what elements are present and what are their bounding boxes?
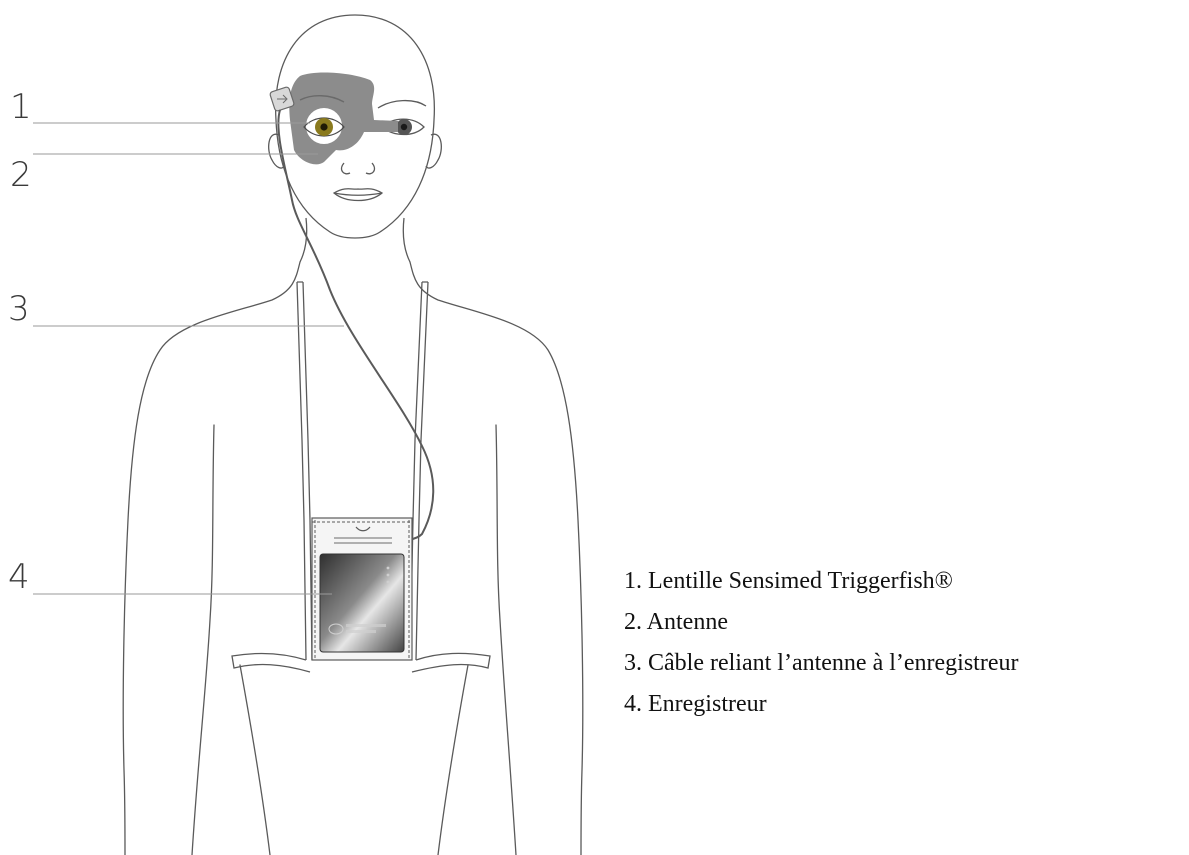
legend-item-cable: 3. Câble reliant l’antenne à l’enregistr… — [624, 643, 1019, 684]
callout-number-2: 2 — [10, 158, 32, 192]
callout-number-3: 3 — [8, 292, 30, 326]
connecting-cable — [278, 110, 433, 540]
right-eye-pupil — [401, 124, 407, 130]
legend-item-antenna: 2. Antenne — [624, 602, 1019, 643]
legend-item-recorder: 4. Enregistreur — [624, 684, 1019, 725]
left-eye-pupil — [320, 123, 327, 130]
legend-item-lens: 1. Lentille Sensimed Triggerfish® — [624, 561, 1019, 602]
recorder-device-icon — [320, 554, 404, 652]
legend-list: 1. Lentille Sensimed Triggerfish® 2. Ant… — [624, 561, 1019, 725]
callout-number-1: 1 — [10, 90, 32, 124]
callout-number-4: 4 — [8, 560, 30, 594]
leader-lines — [33, 123, 344, 594]
